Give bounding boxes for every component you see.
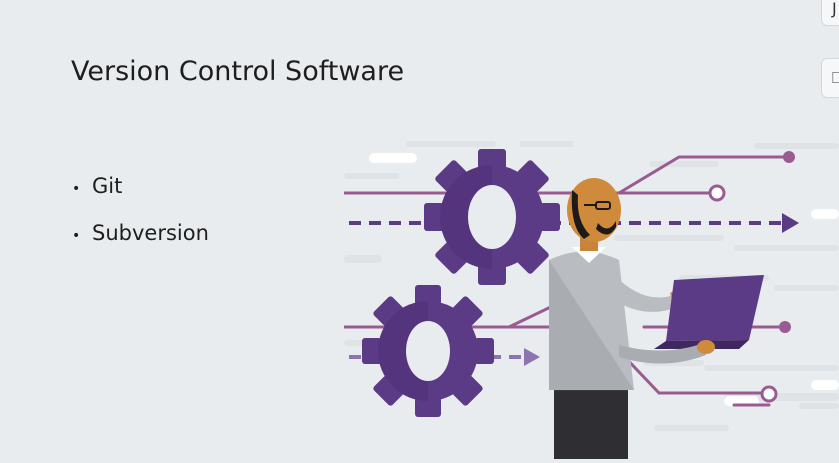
developer-with-gears-icon — [342, 135, 839, 459]
bullet-marker: • — [72, 181, 81, 197]
edge-button-glyph: J — [832, 0, 837, 18]
bullet-item-subversion: • Subversion — [72, 221, 209, 268]
edge-toolbar-button-bookmark[interactable]: ⎕ — [821, 58, 839, 98]
slide-title: Version Control Software — [71, 56, 405, 87]
bullet-item-git: • Git — [72, 174, 209, 221]
bullet-marker: • — [72, 228, 81, 244]
bullet-text: Subversion — [92, 221, 209, 245]
bookmark-icon: ⎕ — [832, 68, 839, 87]
bullet-text: Git — [92, 174, 123, 198]
bullet-list: • Git • Subversion — [72, 174, 209, 268]
edge-toolbar-button-top[interactable]: J — [821, 0, 839, 26]
